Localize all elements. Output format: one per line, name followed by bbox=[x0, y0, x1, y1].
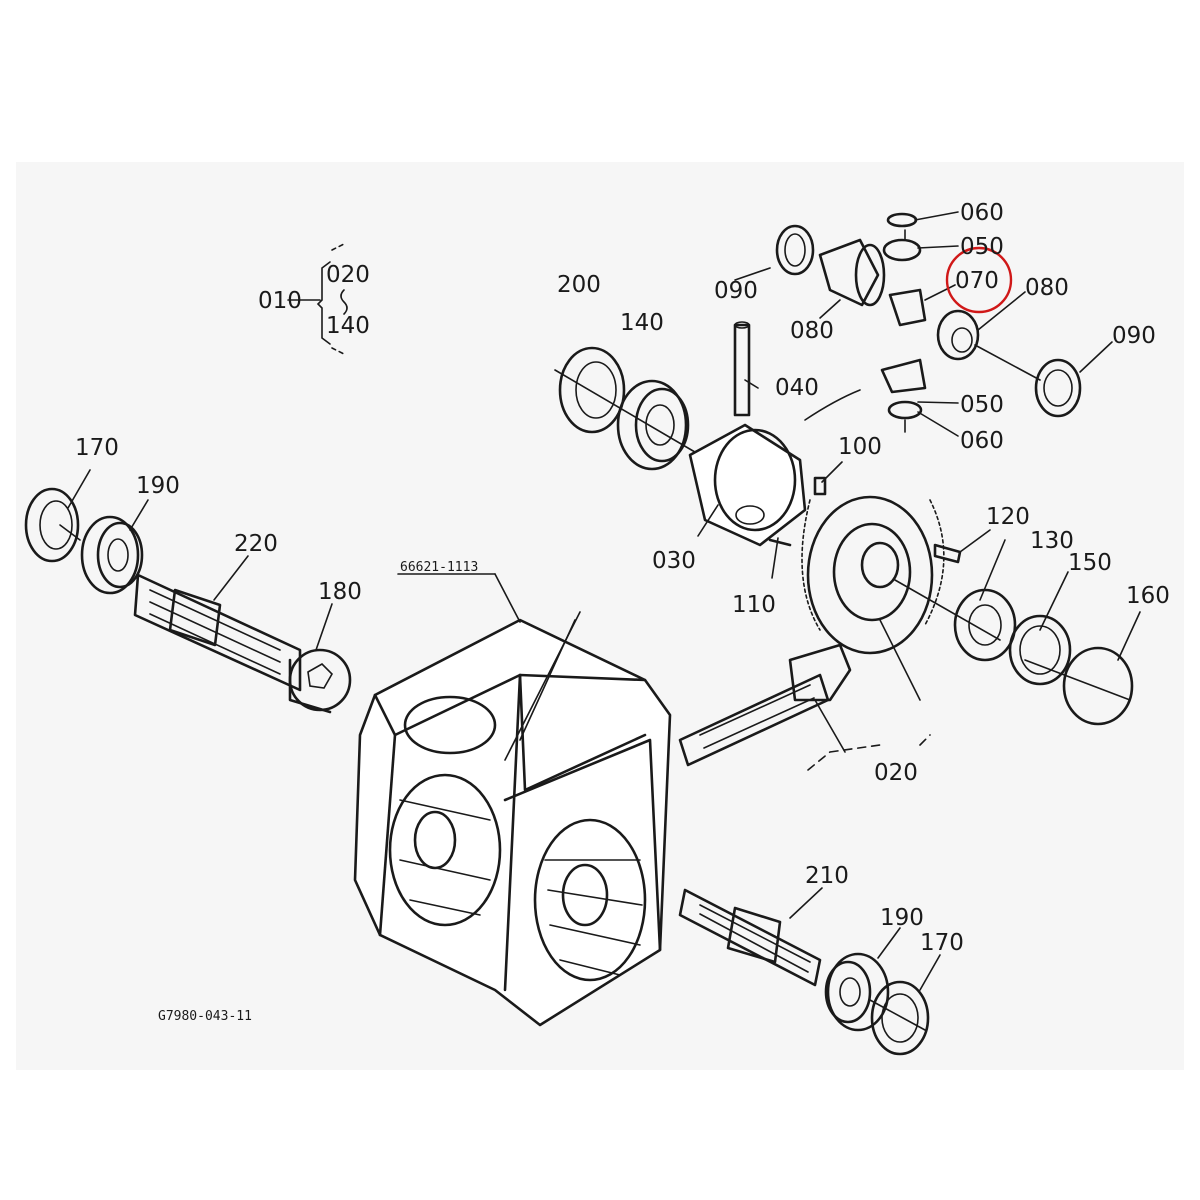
callout-190-left: 190 bbox=[136, 473, 180, 499]
callout-030: 030 bbox=[652, 548, 696, 574]
callout-100: 100 bbox=[838, 434, 882, 460]
callout-190-right: 190 bbox=[880, 905, 924, 931]
callout-220: 220 bbox=[234, 531, 278, 557]
callout-130: 130 bbox=[1030, 528, 1074, 554]
assembly-bracket bbox=[287, 243, 348, 355]
bevel-pinion-shaft bbox=[678, 643, 931, 771]
callout-050-top: 050 bbox=[960, 234, 1004, 260]
gear-case bbox=[353, 573, 672, 1027]
callout-170-right: 170 bbox=[920, 930, 964, 956]
callout-010: 010 bbox=[258, 288, 302, 314]
case-part-number: 66621-1113 bbox=[400, 560, 478, 575]
callout-020-range-start: 020 bbox=[326, 262, 370, 288]
callout-090-left: 090 bbox=[714, 278, 758, 304]
callout-060-top: 060 bbox=[960, 200, 1004, 226]
callout-070: 070 bbox=[955, 268, 999, 294]
callout-080-left: 080 bbox=[790, 318, 834, 344]
callout-020: 020 bbox=[874, 760, 918, 786]
callout-170-left: 170 bbox=[75, 435, 119, 461]
callout-180: 180 bbox=[318, 579, 362, 605]
callout-150: 150 bbox=[1068, 550, 1112, 576]
callout-110: 110 bbox=[732, 592, 776, 618]
callout-040: 040 bbox=[775, 375, 819, 401]
callout-120: 120 bbox=[986, 504, 1030, 530]
callout-090-right: 090 bbox=[1112, 323, 1156, 349]
side-and-pinion-gears bbox=[734, 211, 1113, 437]
callout-050-bottom: 050 bbox=[960, 392, 1004, 418]
callout-060-bottom: 060 bbox=[960, 428, 1004, 454]
left-shaft-group bbox=[24, 469, 352, 714]
callout-080-right: 080 bbox=[1025, 275, 1069, 301]
highlight-circle bbox=[945, 246, 1013, 314]
differential-group bbox=[554, 321, 1141, 726]
callout-140-range-end: 140 bbox=[326, 313, 370, 339]
callout-140: 140 bbox=[620, 310, 664, 336]
drawing-number: G7980-043-11 bbox=[158, 1009, 252, 1024]
callout-210: 210 bbox=[805, 863, 849, 889]
callout-200: 200 bbox=[557, 272, 601, 298]
callout-160: 160 bbox=[1126, 583, 1170, 609]
right-shaft-group bbox=[678, 887, 941, 1056]
